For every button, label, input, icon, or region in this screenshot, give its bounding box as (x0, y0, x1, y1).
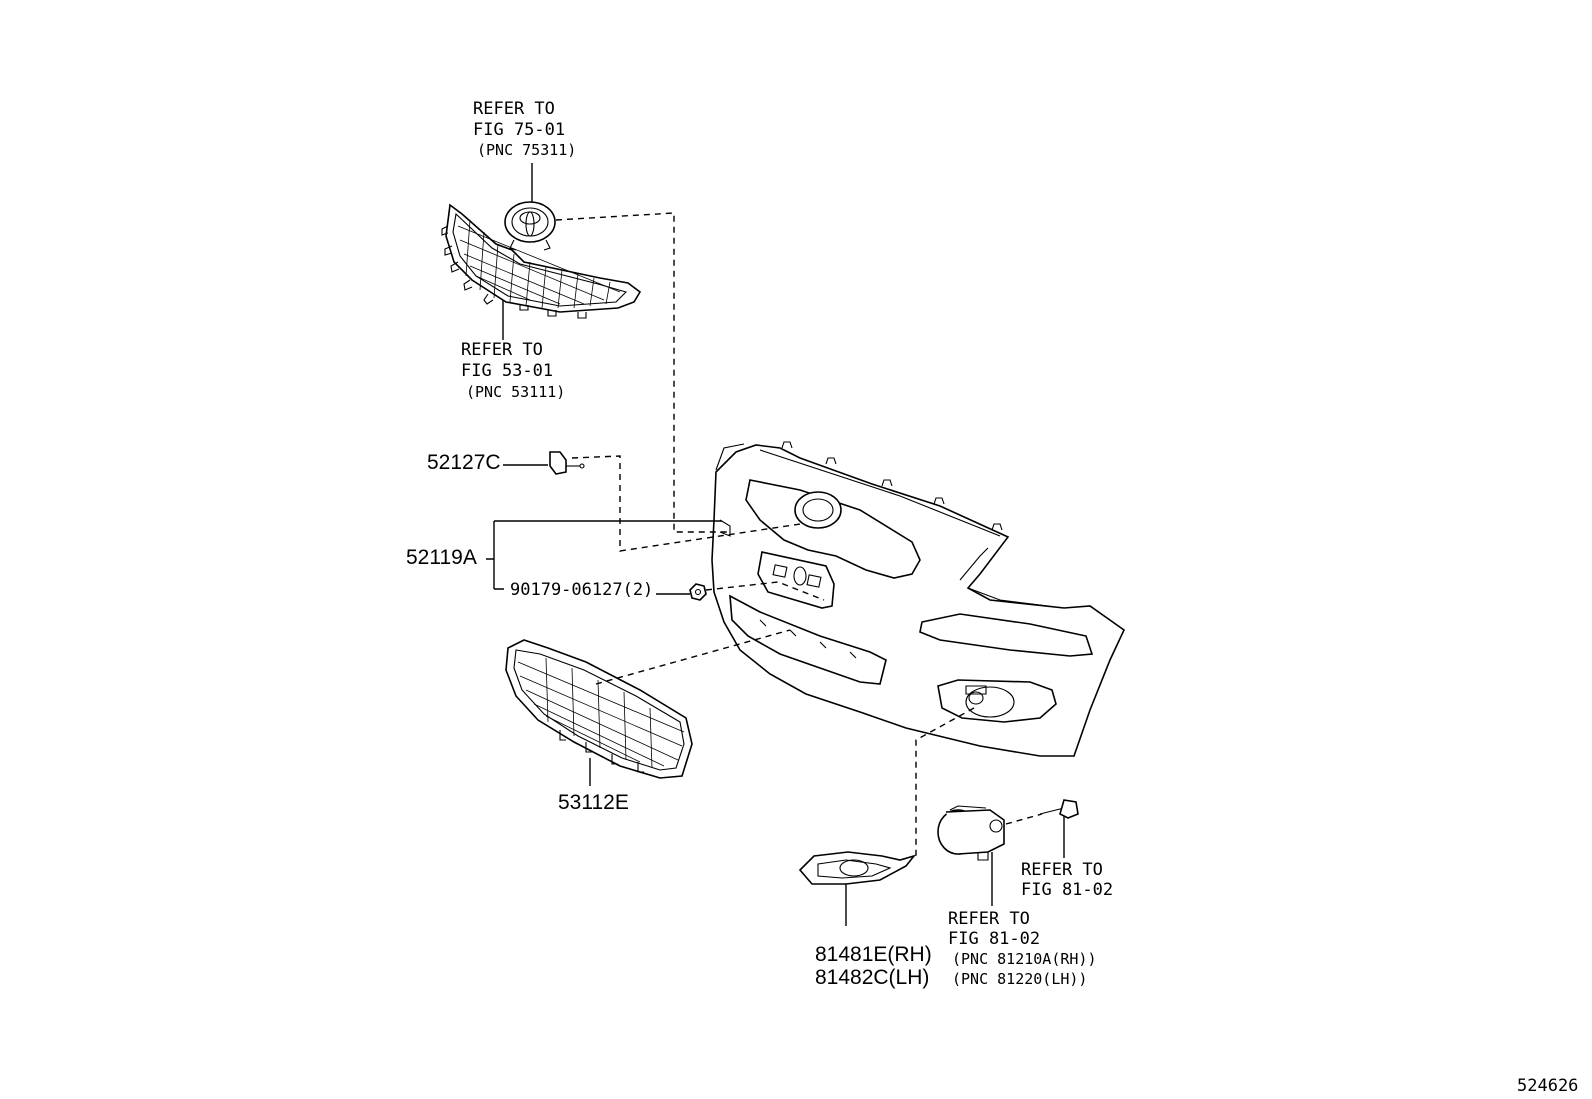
upper-grille-illustration (441, 201, 642, 319)
foglamp-ref-pnc-rh: (PNC 81210A(RH)) (952, 950, 1097, 968)
clip-52127c-illustration (549, 451, 585, 475)
part-52127c-label[interactable]: 52127C (427, 451, 501, 474)
dashed-alignment-lines (555, 212, 1043, 858)
grille-ref-line1: REFER TO (461, 340, 543, 360)
nut-90179-illustration (689, 583, 707, 601)
foglamp-bezel-illustration (798, 851, 917, 885)
grille-reference[interactable]: REFER TO FIG 53-01 (PNC 53111) (461, 340, 565, 401)
part-81481e-label[interactable]: 81481E(RH) (815, 943, 932, 966)
emblem-ref-line2: FIG 75-01 (473, 120, 565, 140)
foglamp-illustration (937, 805, 1005, 861)
emblem-reference[interactable]: REFER TO FIG 75-01 (PNC 75311) (473, 99, 576, 159)
bumper-cover-illustration (711, 441, 1126, 757)
part-90179-label[interactable]: 90179-06127(2) (510, 580, 653, 600)
bolt-illustration (1039, 799, 1079, 819)
part-81482c-label[interactable]: 81482C(LH) (815, 966, 929, 989)
emblem-ref-pnc: (PNC 75311) (477, 141, 576, 159)
part-52119a-label[interactable]: 52119A (406, 546, 477, 569)
emblem-ref-line1: REFER TO (473, 99, 555, 119)
illustration-number: 524626 (1517, 1076, 1578, 1096)
bolt-ref-line1: REFER TO (1021, 860, 1103, 880)
foglamp-ref-line1: REFER TO (948, 909, 1030, 929)
grille-ref-pnc: (PNC 53111) (466, 383, 565, 401)
lower-grille-illustration (505, 639, 693, 779)
bolt-reference[interactable]: REFER TO FIG 81-02 (1021, 860, 1113, 900)
emblem-illustration (504, 201, 556, 251)
bolt-ref-line2: FIG 81-02 (1021, 880, 1113, 900)
part-53112e-label[interactable]: 53112E (558, 791, 629, 814)
leader-lines (486, 163, 1065, 926)
grille-ref-line2: FIG 53-01 (461, 361, 553, 381)
foglamp-ref-pnc-lh: (PNC 81220(LH)) (952, 970, 1087, 988)
foglamp-reference[interactable]: REFER TO FIG 81-02 (PNC 81210A(RH)) (PNC… (948, 909, 1097, 988)
foglamp-ref-line2: FIG 81-02 (948, 929, 1040, 949)
